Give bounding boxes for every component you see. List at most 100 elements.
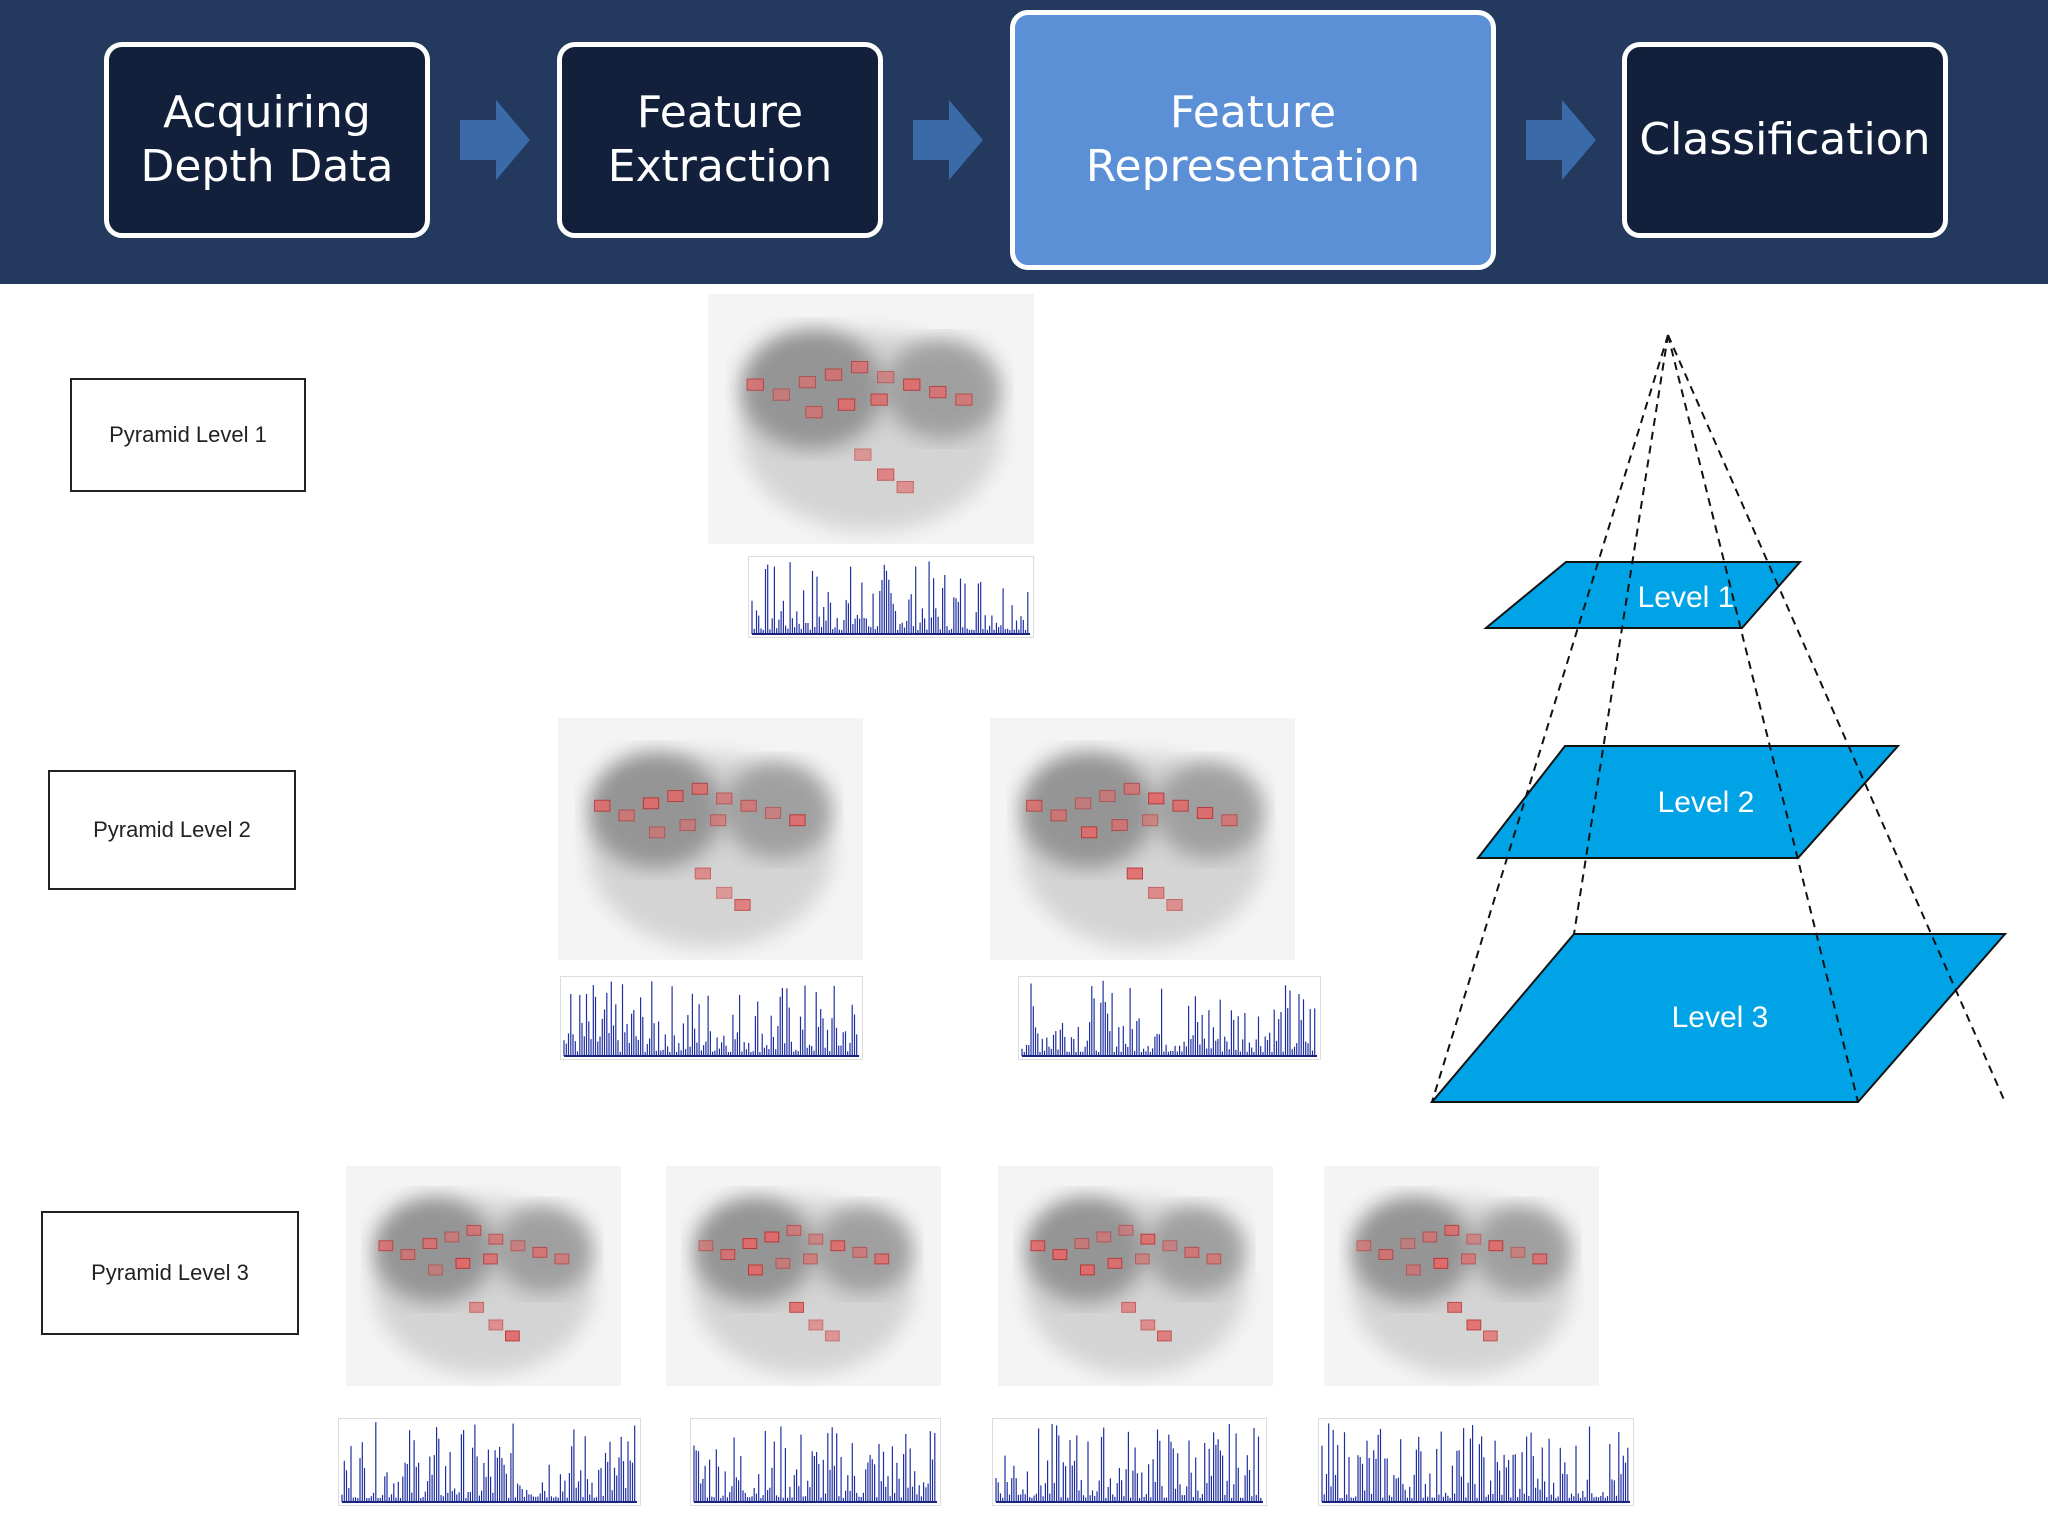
joint-marker xyxy=(1206,1253,1222,1265)
level-text: Pyramid Level 1 xyxy=(109,422,267,447)
joint-marker xyxy=(1126,867,1143,880)
joint-marker xyxy=(444,1231,460,1243)
joint-marker xyxy=(1400,1238,1416,1249)
joint-marker xyxy=(1123,782,1140,795)
joint-marker xyxy=(764,807,782,819)
spatial-pyramid-diagram: Level 1 Level 2 Level 3 xyxy=(1429,334,2008,1103)
feature-histogram xyxy=(560,976,863,1060)
joint-marker xyxy=(1184,1246,1200,1258)
joint-marker xyxy=(852,1246,868,1258)
joint-marker xyxy=(1172,799,1189,812)
joint-marker xyxy=(642,797,660,810)
joint-marker xyxy=(742,1238,758,1249)
feature-histogram xyxy=(690,1418,941,1506)
joint-marker xyxy=(554,1253,570,1265)
joint-marker xyxy=(1111,819,1128,832)
joint-marker xyxy=(649,826,666,839)
joint-marker xyxy=(874,1253,890,1265)
pyramid-edges xyxy=(1431,334,2006,1103)
joint-marker xyxy=(1140,1233,1156,1245)
joint-marker xyxy=(877,371,895,384)
joint-marker xyxy=(1099,790,1116,802)
joint-marker xyxy=(850,361,869,374)
joint-marker xyxy=(789,1301,804,1313)
joint-marker xyxy=(691,782,708,795)
joint-marker xyxy=(422,1238,438,1249)
step-feature-representation: Feature Representation xyxy=(1010,10,1496,270)
joint-marker xyxy=(679,819,696,832)
feature-histogram xyxy=(1318,1418,1634,1506)
level-text: Pyramid Level 2 xyxy=(93,817,251,842)
joint-marker xyxy=(594,799,611,812)
joint-marker xyxy=(466,1224,482,1236)
joint-marker xyxy=(808,1233,824,1245)
joint-marker xyxy=(1162,1240,1178,1252)
joint-marker xyxy=(505,1330,520,1342)
joint-marker xyxy=(798,376,817,389)
joint-marker xyxy=(698,1240,714,1252)
joint-marker xyxy=(1118,1224,1134,1236)
joint-marker xyxy=(830,1240,846,1252)
step-label: Feature Representation xyxy=(1085,87,1421,192)
depth-feature-map xyxy=(990,718,1295,960)
joint-marker xyxy=(1466,1319,1482,1331)
joint-marker xyxy=(1026,799,1043,812)
joint-marker xyxy=(903,378,921,391)
joint-marker xyxy=(825,1330,840,1342)
joint-marker xyxy=(1433,1257,1449,1269)
joint-marker xyxy=(428,1264,443,1276)
joint-marker xyxy=(1466,1233,1482,1245)
joint-marker xyxy=(1080,1264,1095,1276)
step-feature-extraction: Feature Extraction xyxy=(557,42,883,238)
joint-marker xyxy=(1196,807,1214,819)
pyramid-level-2-label: Pyramid Level 2 xyxy=(48,770,296,890)
joint-marker xyxy=(1142,814,1159,827)
joint-marker xyxy=(510,1240,526,1252)
feature-histogram xyxy=(748,556,1034,638)
joint-marker xyxy=(1356,1240,1372,1252)
joint-marker xyxy=(808,1319,824,1331)
depth-feature-map xyxy=(346,1166,621,1386)
step-acquiring-depth-data: Acquiring Depth Data xyxy=(104,42,430,238)
pyramid-level-3-label: Pyramid Level 3 xyxy=(41,1211,299,1335)
level-text: Pyramid Level 3 xyxy=(91,1260,249,1285)
depth-feature-map xyxy=(708,294,1034,544)
step-label: Feature Extraction xyxy=(607,87,833,192)
joint-marker xyxy=(764,1231,780,1243)
joint-marker xyxy=(667,790,684,802)
joint-marker xyxy=(896,481,914,494)
step-label: Classification xyxy=(1639,114,1931,166)
joint-marker xyxy=(803,1253,818,1265)
joint-marker xyxy=(618,809,635,822)
joint-marker xyxy=(1422,1231,1438,1243)
joint-marker xyxy=(789,814,806,827)
pyramid-level-1-label: Pyramid Level 1 xyxy=(70,378,306,492)
joint-marker xyxy=(854,448,872,461)
joint-marker xyxy=(378,1240,394,1252)
joint-marker xyxy=(1166,899,1183,911)
depth-feature-map xyxy=(558,718,863,960)
joint-marker xyxy=(824,368,843,381)
joint-marker xyxy=(929,386,947,399)
joint-marker xyxy=(772,388,790,401)
right-arrow-icon xyxy=(1526,100,1596,180)
depth-feature-map xyxy=(998,1166,1273,1386)
joint-marker xyxy=(1107,1257,1123,1269)
joint-marker xyxy=(1447,1301,1462,1313)
joint-marker xyxy=(1510,1246,1526,1258)
joint-marker xyxy=(1148,886,1165,899)
joint-marker xyxy=(805,406,823,419)
joint-marker xyxy=(400,1249,416,1260)
joint-marker xyxy=(1378,1249,1394,1260)
joint-marker xyxy=(870,393,888,406)
joint-marker xyxy=(748,1264,763,1276)
joint-marker xyxy=(1030,1240,1046,1252)
joint-marker xyxy=(716,886,733,899)
pipeline-header: Acquiring Depth Data Feature Extraction … xyxy=(0,0,2048,284)
joint-marker xyxy=(1488,1240,1504,1252)
joint-marker xyxy=(1221,814,1238,827)
joint-marker xyxy=(469,1301,484,1313)
joint-marker xyxy=(1532,1253,1548,1265)
joint-marker xyxy=(1148,792,1165,805)
feature-histogram xyxy=(1018,976,1321,1060)
